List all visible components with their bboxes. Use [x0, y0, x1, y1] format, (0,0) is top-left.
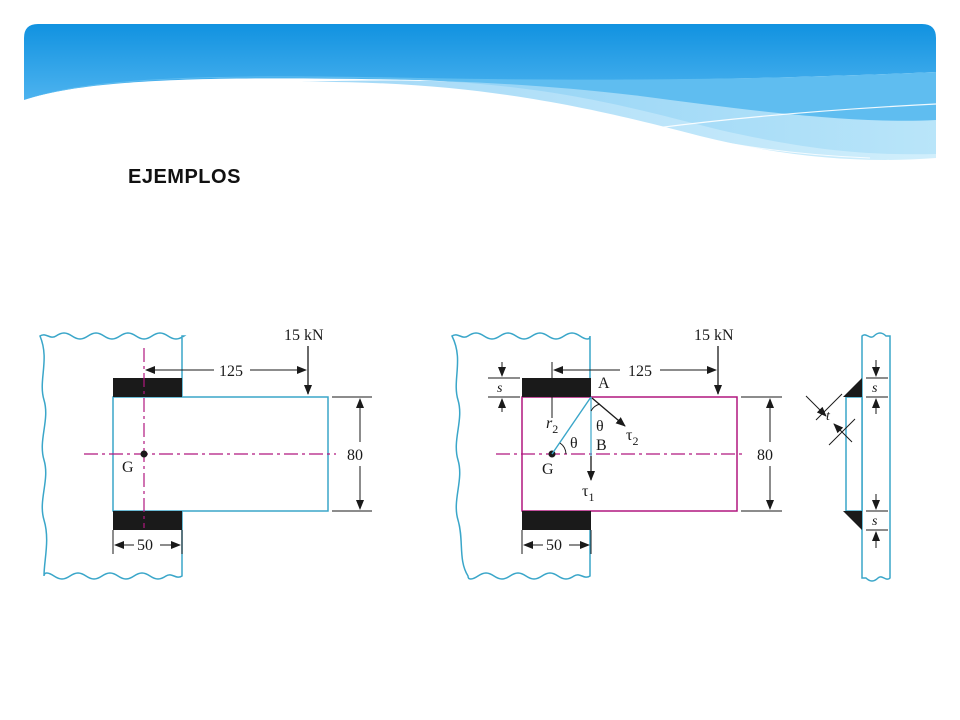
right-throat-arrow-2 — [833, 423, 853, 443]
middle-tau2-label: τ2 — [626, 427, 638, 448]
middle-radius-label: r2 — [546, 415, 558, 436]
slide-title: EJEMPLOS — [128, 166, 241, 188]
left-load-label: 15 kN — [284, 327, 324, 344]
middle-load-label: 15 kN — [694, 327, 734, 344]
middle-angle-label-upper: θ — [596, 418, 604, 435]
middle-centroid-label: G — [542, 461, 554, 478]
middle-angle-arc-bottom — [559, 442, 567, 455]
middle-tau1-label: τ1 — [582, 483, 594, 504]
right-s-top-label: s — [872, 381, 878, 396]
left-weld-bottom — [113, 511, 182, 530]
middle-point-a-label: A — [598, 375, 610, 392]
middle-wall — [451, 332, 591, 580]
middle-s-label: s — [497, 381, 503, 396]
left-dim-125-label: 125 — [219, 363, 243, 380]
right-s-bottom-label: s — [872, 514, 878, 529]
left-dim-80-label: 80 — [347, 447, 363, 464]
left-centroid-label: G — [122, 459, 134, 476]
left-centroid-dot — [140, 450, 148, 458]
right-throat-arrow-1 — [805, 395, 827, 417]
right-plate-edge — [845, 396, 863, 512]
middle-dim-50-label: 50 — [546, 537, 562, 554]
header-banner — [24, 24, 937, 160]
banner-wave-pale — [300, 80, 936, 160]
middle-weld-bottom — [522, 511, 591, 530]
right-throat-label: t — [826, 409, 831, 424]
right-weld-top — [843, 378, 862, 397]
middle-dim-80-label: 80 — [757, 447, 773, 464]
middle-tau2-arrow — [591, 397, 626, 427]
banner-wave-dark — [24, 24, 936, 100]
right-wall — [861, 332, 891, 582]
left-weld-top — [113, 378, 182, 397]
banner-line-2 — [259, 85, 871, 159]
middle-weld-top — [522, 378, 591, 397]
right-weld-bottom — [843, 511, 862, 530]
middle-point-b-label: B — [596, 437, 607, 454]
left-diagram: G 15 kN 125 80 50 — [39, 327, 372, 580]
middle-dim-125-label: 125 — [628, 363, 652, 380]
banner-line-1 — [519, 103, 937, 151]
left-wall — [39, 332, 187, 580]
middle-diagram: G r2 θ θ A B τ1 τ2 15 kN 125 s — [451, 327, 782, 580]
right-diagram: t s s — [805, 332, 891, 582]
middle-radius-line — [551, 396, 592, 455]
middle-angle-label-lower: θ — [570, 435, 578, 452]
banner-wave-light — [24, 72, 936, 155]
left-dim-50-label: 50 — [137, 537, 153, 554]
